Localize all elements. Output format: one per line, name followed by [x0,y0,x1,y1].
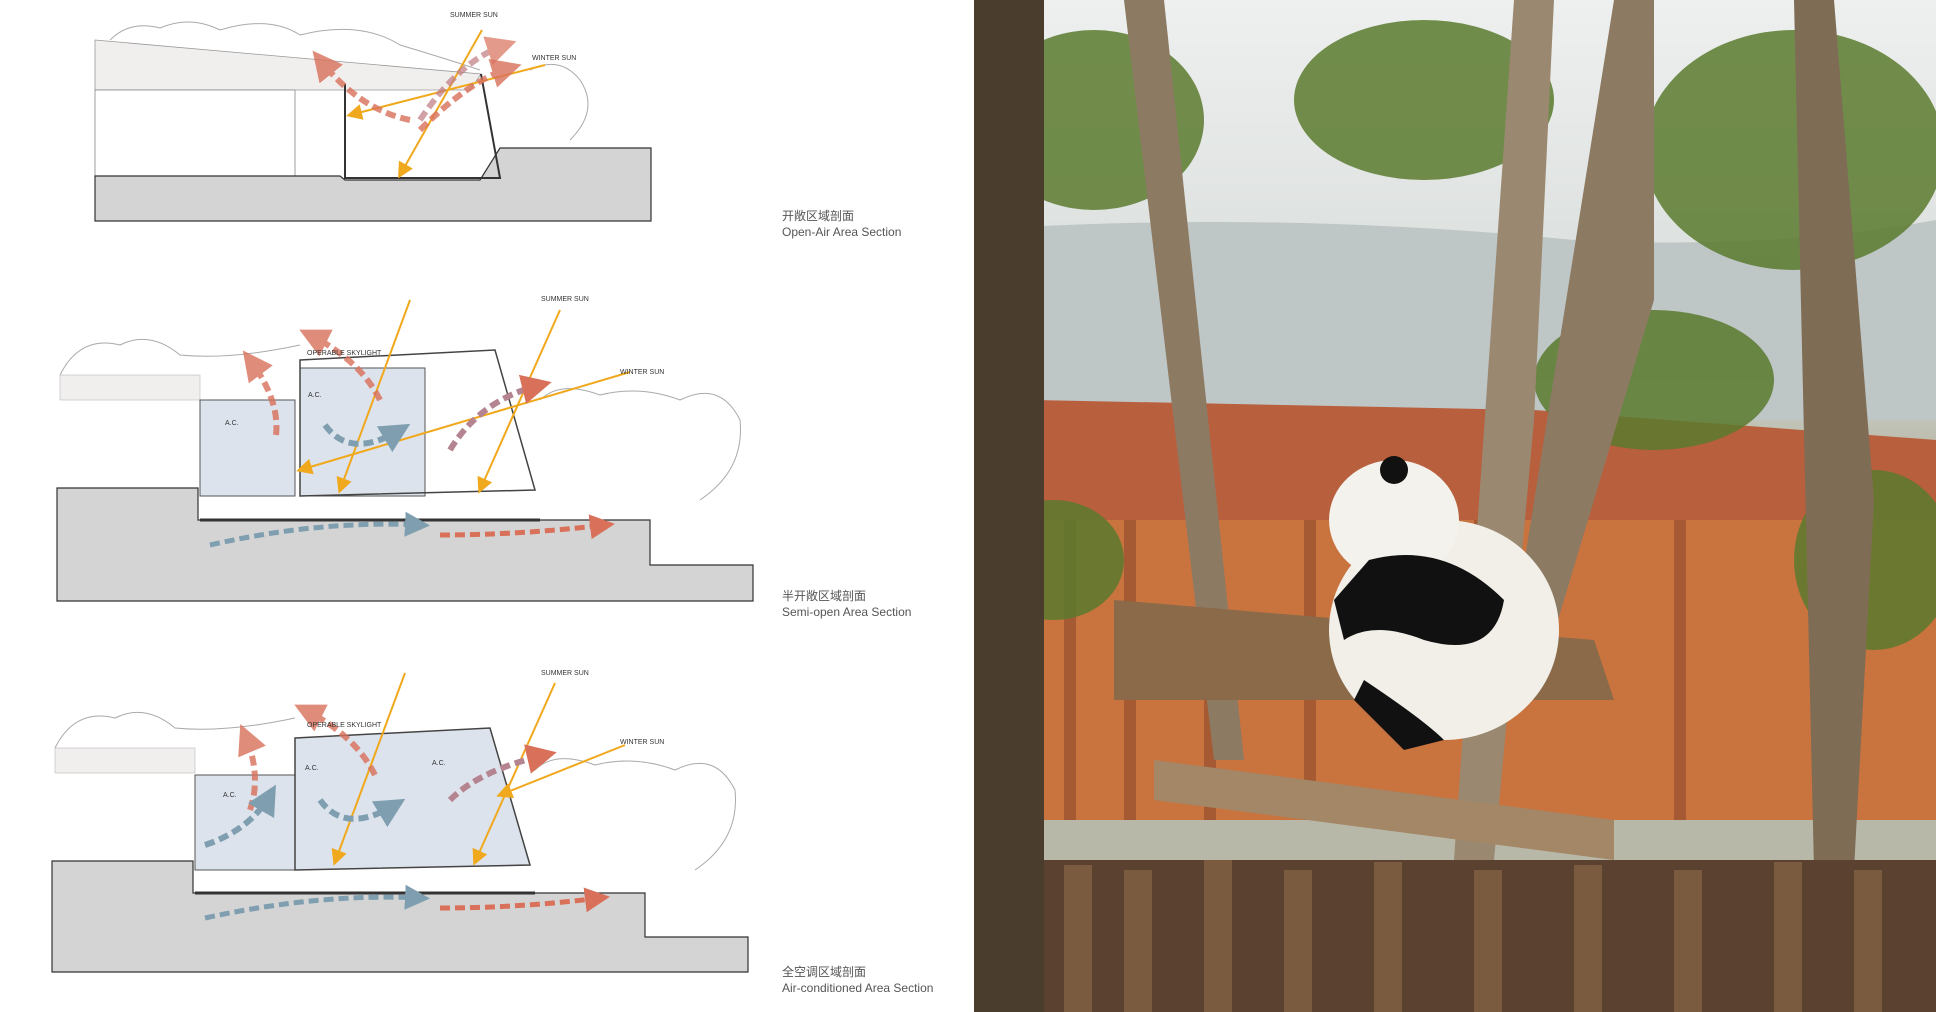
ac-label: A.C. [223,792,237,799]
summer-sun-label: SUMMER SUN [450,12,498,19]
ac-label: A.C. [432,760,446,767]
caption-cn: 开敞区域剖面 [782,209,855,223]
ac-label: A.C. [225,420,239,427]
section-caption-air-conditioned: 全空调区域剖面 Air-conditioned Area Section [782,964,933,996]
operable-skylight-label: OPERABLE SKYLIGHT [307,722,382,729]
caption-cn: 半开敞区域剖面 [782,589,867,603]
summer-sun-label: SUMMER SUN [541,296,589,303]
caption-en: Open-Air Area Section [782,225,902,239]
winter-sun-label: WINTER SUN [620,369,664,376]
section-drawings: SUMMER SUN WINTER SUN OPERABLE SKYLIGHT … [51,12,754,973]
winter-sun-label: WINTER SUN [620,739,664,746]
winter-sun-label: WINTER SUN [532,55,576,62]
caption-en: Semi-open Area Section [782,605,912,619]
air-conditioned-section: OPERABLE SKYLIGHT A.C. A.C. A.C. SUMMER … [51,670,749,973]
caption-en: Air-conditioned Area Section [782,981,934,995]
panda [1329,456,1559,750]
caption-cn: 全空调区域剖面 [782,965,867,979]
ac-label: A.C. [308,392,322,399]
section-caption-open-air: 开敞区域剖面 Open-Air Area Section [782,208,901,240]
semi-open-section: OPERABLE SKYLIGHT A.C. A.C. SUMMER SUN W… [56,296,754,602]
open-air-section: SUMMER SUN WINTER SUN [94,12,652,222]
section-caption-semi-open: 半开敞区域剖面 Semi-open Area Section [782,588,911,620]
operable-skylight-label: OPERABLE SKYLIGHT [307,350,382,357]
panda-photo [974,0,1936,1012]
summer-sun-label: SUMMER SUN [541,670,589,677]
ac-label: A.C. [305,765,319,772]
